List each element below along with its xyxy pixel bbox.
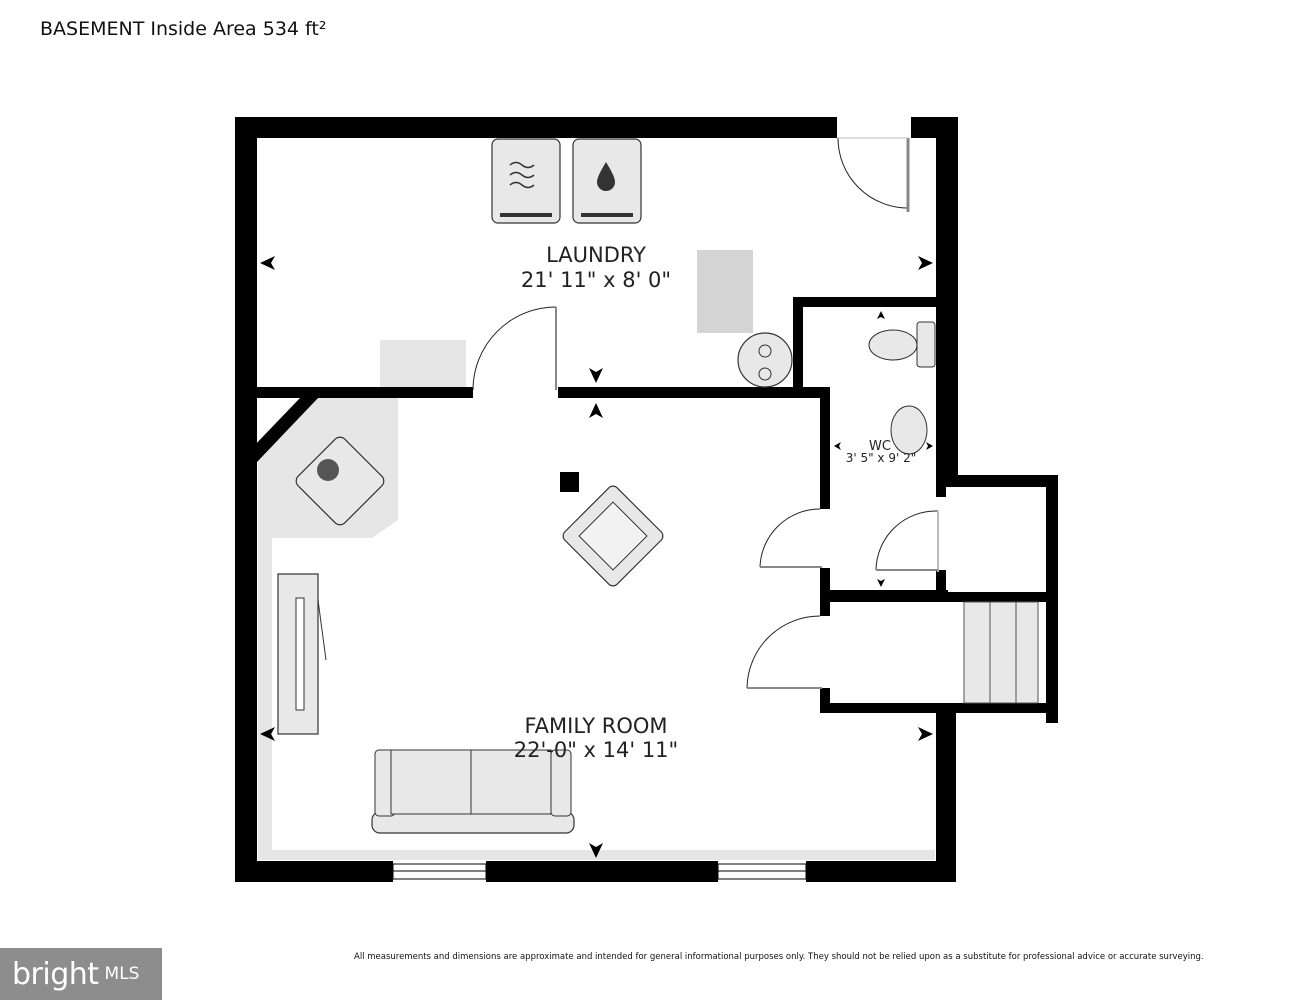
wc-name: WC xyxy=(869,439,891,454)
floor-shading xyxy=(258,250,935,860)
stairs xyxy=(963,601,1039,704)
dimension-arrows xyxy=(260,256,933,858)
bright-mls-logo: bright MLS xyxy=(0,948,162,1000)
floor-plan: LAUNDRY 21' 11" x 8' 0" WC 3' 5" x 9' 2"… xyxy=(235,117,1058,882)
tv-console xyxy=(277,573,327,735)
toilet xyxy=(868,321,936,368)
armchair xyxy=(562,485,664,587)
windows xyxy=(392,863,807,880)
logo-suffix: MLS xyxy=(104,964,140,984)
laundry-dimensions: 21' 11" x 8' 0" xyxy=(521,268,671,292)
washer xyxy=(572,138,642,224)
water-heater xyxy=(737,332,793,388)
logo-text: bright xyxy=(12,956,99,992)
doors xyxy=(472,137,939,689)
family-room-dimensions: 22'-0" x 14' 11" xyxy=(514,738,678,762)
wc-sink xyxy=(890,405,928,455)
furnace xyxy=(295,436,385,526)
floor-title: BASEMENT Inside Area 534 ft² xyxy=(40,18,327,40)
laundry-sink-counter xyxy=(697,250,753,333)
family-room-name: FAMILY ROOM xyxy=(524,714,667,738)
post xyxy=(560,472,579,492)
dryer xyxy=(491,138,561,224)
laundry-name: LAUNDRY xyxy=(546,243,646,267)
disclaimer-text: All measurements and dimensions are appr… xyxy=(354,952,1204,962)
walls xyxy=(235,117,1058,882)
sofa xyxy=(371,749,575,834)
wc-dimensions: 3' 5" x 9' 2" xyxy=(846,451,917,465)
